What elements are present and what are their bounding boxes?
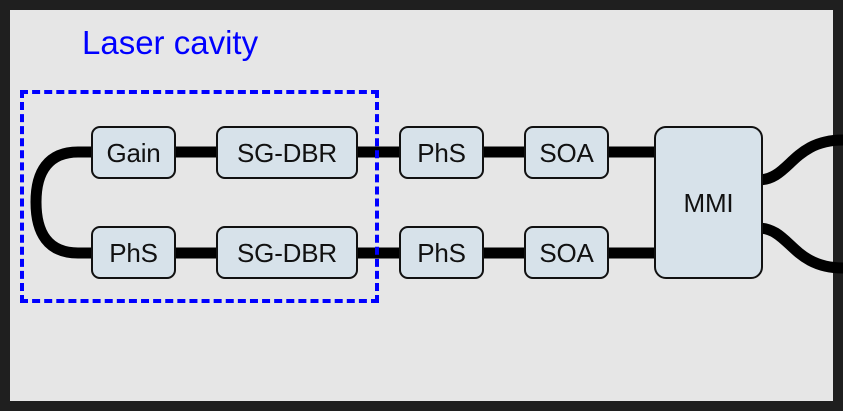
component-phs-bottom[interactable]: PhS	[399, 226, 484, 279]
waveguide-left-ubend	[30, 146, 100, 259]
component-gain[interactable]: Gain	[91, 126, 176, 179]
component-phs-cavity-bottom-label: PhS	[109, 237, 158, 268]
component-soa-top[interactable]: SOA	[524, 126, 609, 179]
waveguide-mmi-output-upper	[757, 134, 843, 186]
component-phs-bottom-label: PhS	[417, 237, 466, 268]
component-soa-top-label: SOA	[539, 137, 594, 168]
component-sg-dbr-bottom[interactable]: SG-DBR	[216, 226, 358, 279]
component-sg-dbr-bottom-label: SG-DBR	[237, 237, 337, 268]
component-sg-dbr-top-label: SG-DBR	[237, 137, 337, 168]
component-soa-bottom[interactable]: SOA	[524, 226, 609, 279]
component-phs-top[interactable]: PhS	[399, 126, 484, 179]
component-mmi[interactable]: MMI	[654, 126, 763, 279]
component-phs-top-label: PhS	[417, 137, 466, 168]
component-mmi-label: MMI	[683, 187, 734, 218]
component-gain-label: Gain	[106, 137, 161, 168]
laser-cavity-boundary	[20, 90, 379, 303]
component-soa-bottom-label: SOA	[539, 237, 594, 268]
component-phs-cavity-bottom[interactable]: PhS	[91, 226, 176, 279]
laser-cavity-label: Laser cavity	[82, 24, 259, 61]
component-sg-dbr-top[interactable]: SG-DBR	[216, 126, 358, 179]
waveguide-mmi-output-lower	[757, 222, 843, 274]
